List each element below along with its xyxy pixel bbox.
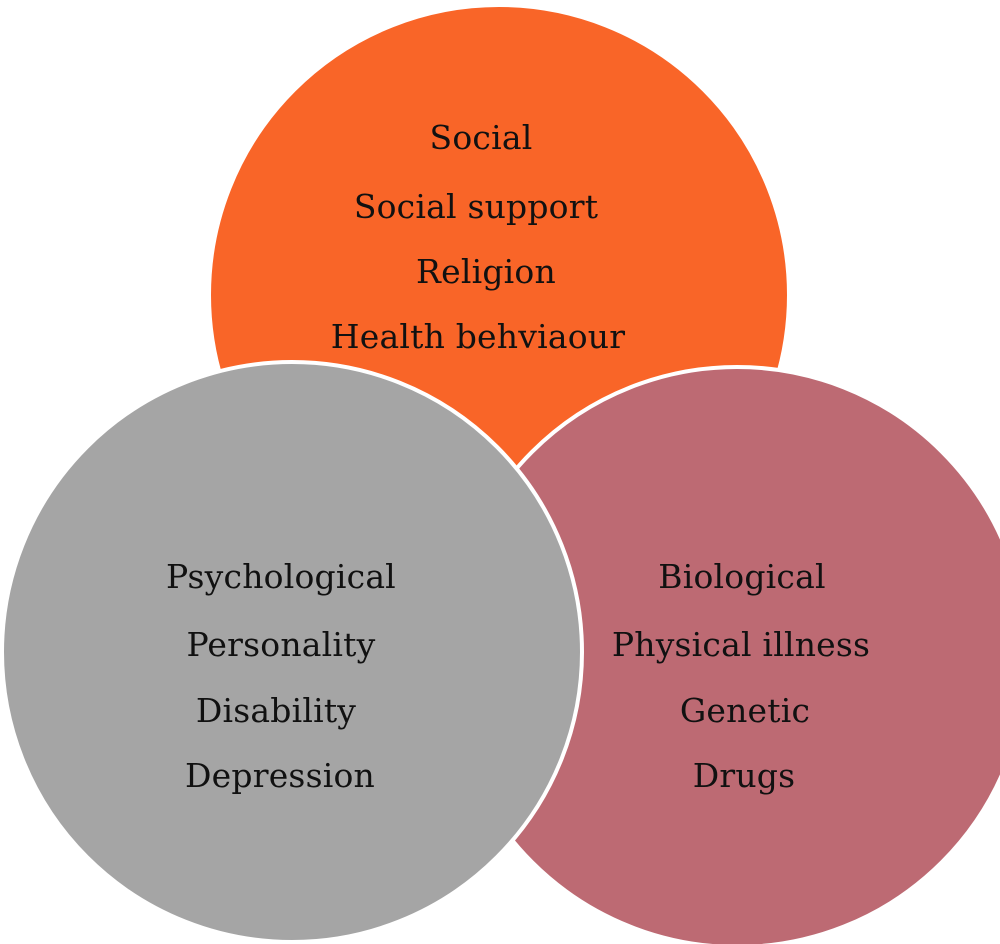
psychological-circle bbox=[0, 360, 584, 944]
social-item-religion: Religion bbox=[416, 252, 556, 291]
psychological-item-depression: Depression bbox=[185, 756, 375, 795]
biological-title: Biological bbox=[658, 557, 826, 596]
social-item-health-behaviour: Health behviaour bbox=[330, 317, 626, 356]
social-title: Social bbox=[429, 118, 533, 157]
psychological-item-disability: Disability bbox=[195, 691, 357, 730]
social-item-social-support: Social support bbox=[353, 187, 599, 226]
psychological-title: Psychological bbox=[166, 557, 396, 596]
biological-item-physical-illness: Physical illness bbox=[611, 625, 871, 664]
biological-item-drugs: Drugs bbox=[692, 756, 796, 795]
psychological-item-personality: Personality bbox=[186, 625, 376, 664]
biological-item-genetic: Genetic bbox=[679, 691, 811, 730]
